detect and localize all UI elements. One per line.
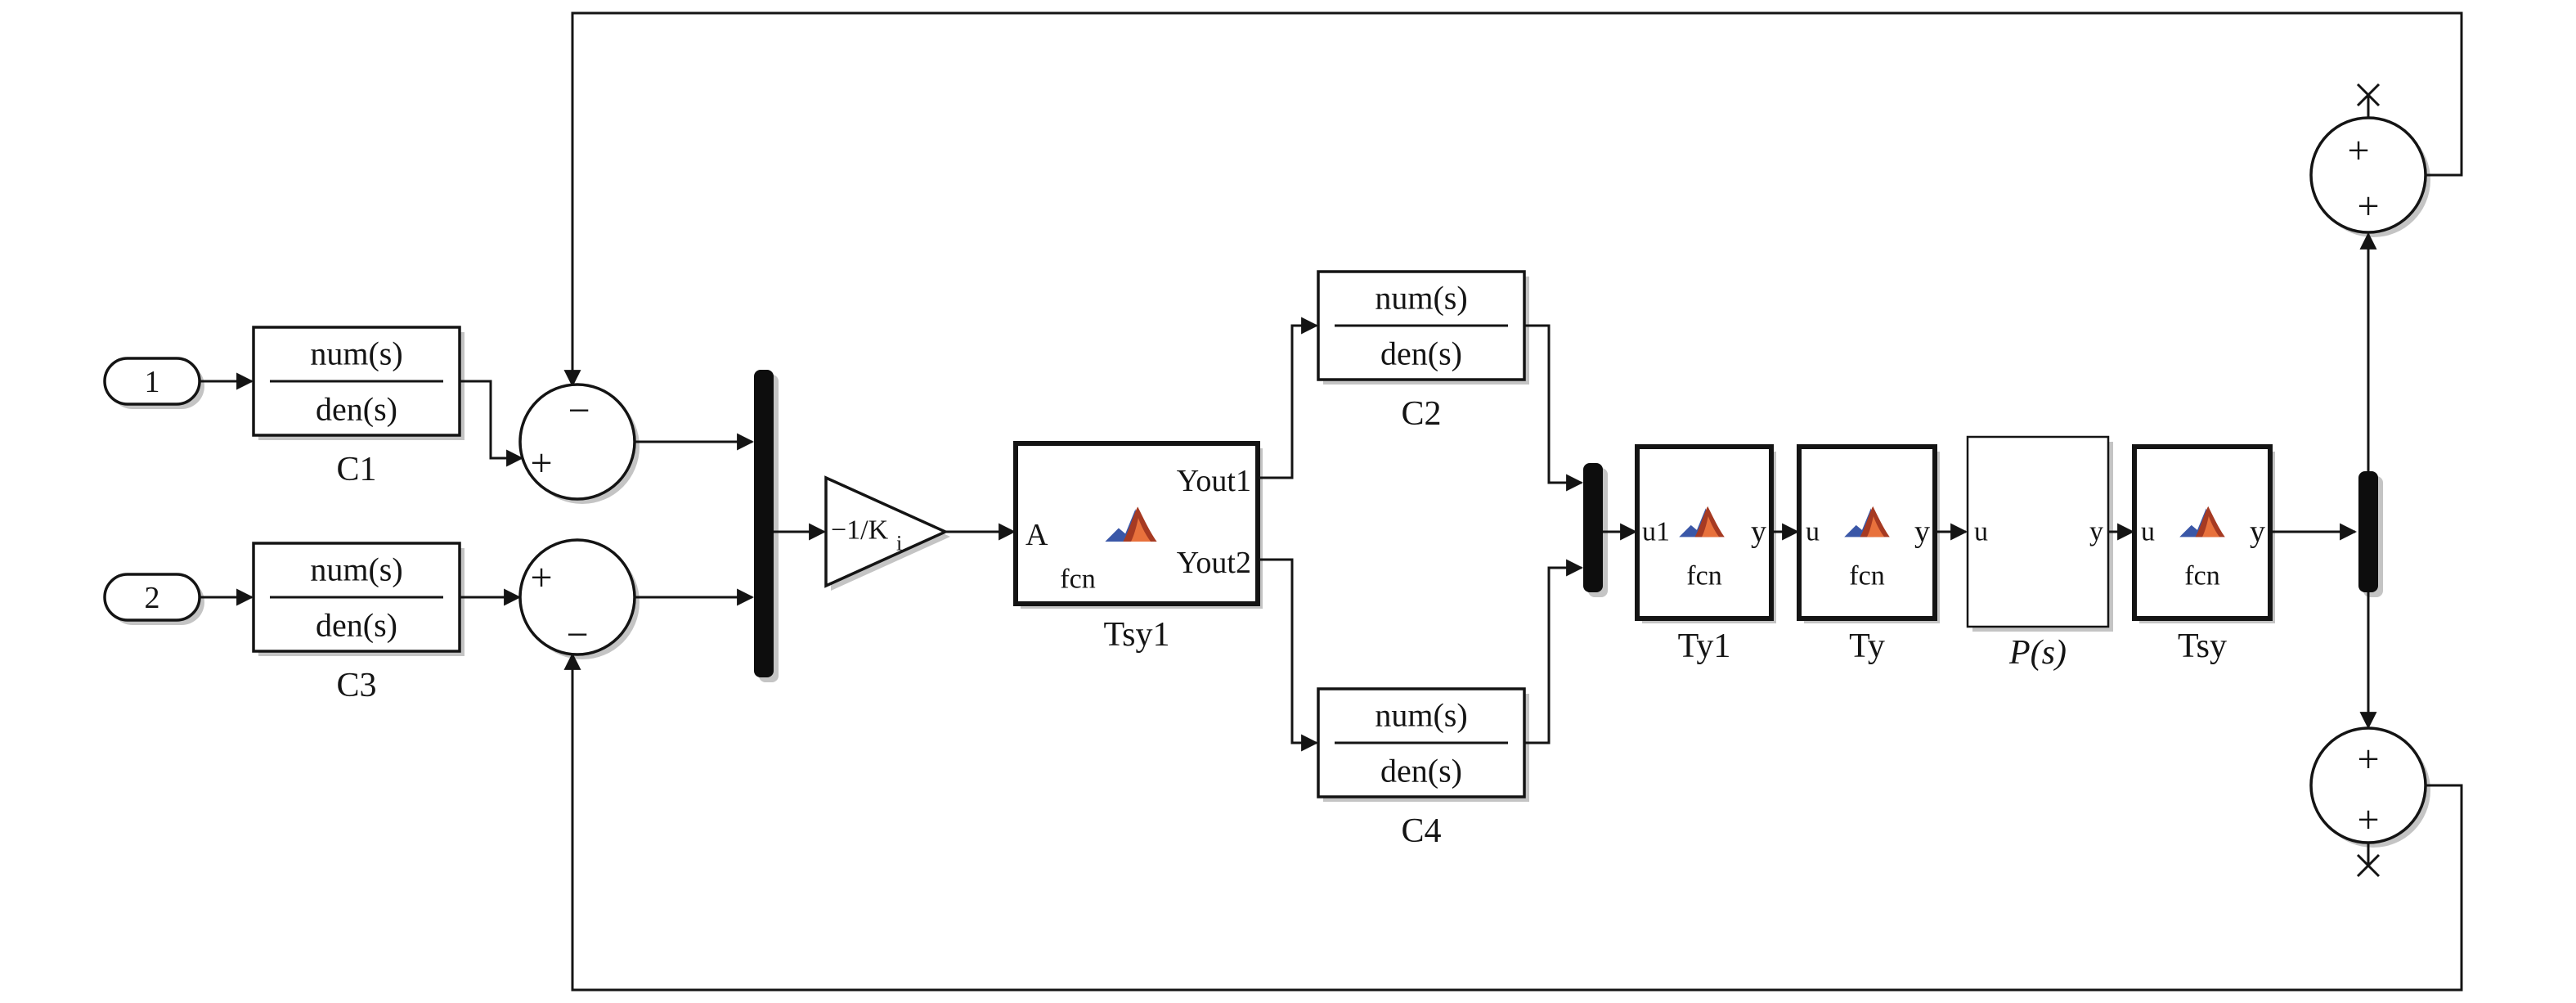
- c4-numerator: num(s): [1375, 697, 1467, 734]
- sum-junction-3: + +: [2309, 116, 2427, 234]
- signal-wires: [200, 11, 2463, 992]
- c1-numerator: num(s): [310, 335, 402, 372]
- matlab-fcn-block-tsy: u y fcn Tsy: [2132, 444, 2273, 665]
- gain-label: −1/K: [831, 515, 889, 546]
- inport-2-label: 2: [145, 581, 160, 615]
- ty-input-port-label: u: [1806, 517, 1820, 547]
- tsy1-input-port-label: A: [1025, 518, 1048, 552]
- c1-denominator: den(s): [316, 391, 397, 428]
- c2-block-name: C2: [1401, 395, 1441, 433]
- sum2-plus-sign: +: [530, 556, 552, 600]
- tsy-fcn-label: fcn: [2184, 561, 2219, 591]
- wire-feedback-bottom: [563, 652, 2463, 992]
- ty1-fcn-label: fcn: [1686, 561, 1721, 591]
- ty1-input-port-label: u1: [1642, 517, 1670, 547]
- ty-output-port-label: y: [1914, 515, 1930, 549]
- plant-subsystem-block: u y P(s): [1966, 435, 2110, 672]
- tsy-input-port-label: u: [2141, 517, 2155, 547]
- c1-block-name: C1: [336, 451, 376, 488]
- sum1-minus-sign: −: [568, 389, 590, 433]
- transfer-fcn-block-c2: num(s) den(s) C2: [1317, 270, 1526, 433]
- sum4-unconnected-port: [2356, 843, 2381, 878]
- x-mark-icon: [2356, 853, 2381, 878]
- c3-denominator: den(s): [316, 607, 397, 644]
- plant-block-name: P(s): [2008, 634, 2067, 672]
- x-mark-icon: [2356, 83, 2381, 107]
- plant-input-port-label: u: [1974, 517, 1988, 547]
- sum3-plus-bottom-sign: +: [2357, 185, 2379, 228]
- sum1-plus-sign: +: [530, 442, 552, 485]
- c4-denominator: den(s): [1380, 753, 1462, 789]
- sum4-plus-bottom-sign: +: [2357, 798, 2379, 842]
- sum-junction-4: + +: [2309, 726, 2427, 844]
- tsy1-output2-port-label: Yout2: [1177, 546, 1251, 580]
- tsy1-fcn-label: fcn: [1060, 564, 1095, 595]
- gain-block: −1/K i: [824, 475, 949, 588]
- wire-feedback-top: [563, 11, 2463, 388]
- inport-1-label: 1: [145, 365, 160, 399]
- c3-numerator: num(s): [310, 551, 402, 588]
- tsy1-output1-port-label: Yout1: [1177, 464, 1251, 498]
- sum4-plus-top-sign: +: [2357, 738, 2379, 781]
- tsy1-block-name: Tsy1: [1103, 616, 1169, 654]
- ty1-output-port-label: y: [1751, 515, 1766, 549]
- inport-1: 1: [103, 357, 201, 406]
- sum3-unconnected-port: [2356, 83, 2381, 118]
- sum3-plus-top-sign: +: [2347, 129, 2369, 173]
- wire-c1-sum1: [460, 380, 524, 467]
- sum-junction-2: + −: [518, 538, 636, 657]
- inport-2: 2: [103, 573, 201, 622]
- matlab-fcn-block-ty1: u1 y fcn Ty1: [1635, 444, 1774, 665]
- wire-c4-mux2: [1524, 559, 1584, 744]
- wire-tsy1-c2: [1258, 317, 1319, 479]
- ty-fcn-label: fcn: [1849, 561, 1884, 591]
- gain-label-subscript: i: [896, 532, 902, 555]
- sum-junction-1: − +: [518, 383, 636, 501]
- plant-output-port-label: y: [2089, 517, 2103, 547]
- transfer-fcn-block-c3: num(s) den(s) C3: [252, 542, 461, 704]
- tsy-output-port-label: y: [2250, 515, 2265, 549]
- wire-tsy1-c4: [1258, 558, 1319, 752]
- mux-bar-2: [1583, 463, 1603, 592]
- c3-block-name: C3: [336, 667, 376, 704]
- transfer-fcn-block-c1: num(s) den(s) C1: [252, 326, 461, 488]
- demux-bar: [2358, 471, 2378, 592]
- c2-denominator: den(s): [1380, 335, 1462, 372]
- c2-numerator: num(s): [1375, 280, 1467, 317]
- wire-c2-mux2: [1524, 324, 1584, 492]
- matlab-fcn-block-ty: u y fcn Ty: [1797, 444, 1937, 665]
- ty-block-name: Ty: [1849, 627, 1885, 665]
- sum2-minus-sign: −: [566, 614, 588, 657]
- matlab-fcn-block-tsy1: A Yout1 Yout2 fcn Tsy1: [1013, 441, 1260, 654]
- mux-bar-1: [754, 370, 774, 677]
- transfer-fcn-block-c4: num(s) den(s) C4: [1317, 687, 1526, 850]
- ty1-block-name: Ty1: [1678, 627, 1731, 665]
- c4-block-name: C4: [1401, 812, 1441, 850]
- tsy-block-name: Tsy: [2178, 627, 2227, 665]
